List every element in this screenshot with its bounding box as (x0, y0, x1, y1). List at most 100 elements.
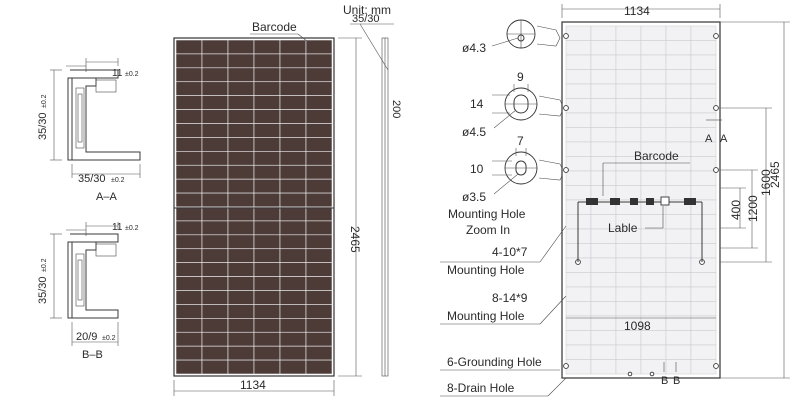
solar-cell (175, 164, 203, 180)
solar-cell (640, 286, 667, 302)
solar-cell (227, 192, 255, 208)
callout-mount-count-1: 4-10*7 (492, 245, 528, 259)
solar-cell (175, 290, 203, 305)
solar-cell (175, 359, 203, 375)
solar-cell (665, 40, 692, 56)
solar-cell (590, 272, 617, 288)
solar-cell (690, 301, 717, 317)
solar-cell (227, 345, 255, 361)
solar-cell (201, 318, 229, 333)
solar-cell (227, 359, 255, 375)
solar-cell (640, 40, 667, 56)
solar-cell (615, 112, 642, 128)
solar-cell (615, 40, 642, 56)
section-b-side-tol: ±0.2 (41, 258, 48, 272)
solar-cell (305, 206, 333, 222)
solar-cell (227, 304, 255, 319)
solar-cell (227, 248, 255, 263)
solar-cell (565, 272, 592, 288)
solar-cell (175, 151, 203, 166)
solar-cell (253, 178, 281, 194)
solar-cell (175, 262, 203, 277)
solar-cell (640, 54, 667, 70)
solar-cell (615, 54, 642, 70)
solar-cell (305, 39, 333, 55)
solar-cell (175, 234, 203, 250)
solar-cell (201, 53, 229, 69)
solar-cell (590, 359, 617, 375)
solar-cell (227, 178, 255, 194)
solar-cell (201, 206, 229, 222)
solar-cell (279, 151, 307, 166)
solar-cell (665, 25, 692, 41)
solar-cell (279, 262, 307, 277)
section-a-side-tol: ±0.2 (41, 94, 48, 108)
solar-cell (279, 290, 307, 305)
solar-cell (305, 137, 333, 152)
solar-cell (665, 127, 692, 143)
solar-cell (279, 331, 307, 347)
callout-grounding: 6-Grounding Hole (447, 355, 542, 369)
solar-cell (253, 123, 281, 138)
solar-cell (665, 257, 692, 273)
solar-cell (279, 137, 307, 152)
solar-cell (175, 276, 203, 291)
solar-cell (253, 234, 281, 250)
solar-cell (565, 156, 592, 172)
back-spacing-400: 400 (729, 200, 743, 220)
solar-cell (640, 170, 667, 186)
solar-cell (201, 345, 229, 361)
solar-cell (565, 69, 592, 85)
solar-cell (665, 83, 692, 99)
solar-cell (279, 234, 307, 250)
solar-cell (640, 257, 667, 273)
solar-cell (305, 81, 333, 96)
solar-cell (175, 39, 203, 55)
section-a-top-dim: 11 (112, 68, 123, 79)
solar-cell (565, 54, 592, 70)
solar-cell (565, 127, 592, 143)
solar-cell (665, 112, 692, 128)
solar-cell (253, 331, 281, 347)
callout-mount-count-2: 8-14*9 (492, 291, 528, 305)
solar-cell (227, 39, 255, 55)
solar-cell (615, 257, 642, 273)
solar-cell (665, 344, 692, 360)
solar-cell (590, 127, 617, 143)
solar-cell (565, 112, 592, 128)
front-frame-depth: 35/30 (352, 13, 380, 25)
solar-cell (690, 214, 717, 230)
solar-cell (690, 156, 717, 172)
solar-cell (305, 248, 333, 263)
solar-cell (201, 164, 229, 180)
section-a-label: A–A (96, 191, 117, 203)
solar-cell (201, 248, 229, 263)
solar-cell (640, 83, 667, 99)
solar-cell (201, 359, 229, 375)
solar-cell (565, 359, 592, 375)
solar-cell (590, 156, 617, 172)
solar-cell (175, 248, 203, 263)
solar-cell (690, 272, 717, 288)
solar-cell (690, 243, 717, 259)
solar-cell (305, 151, 333, 166)
solar-cell (279, 220, 307, 236)
back-width-dim: 1134 (624, 4, 650, 18)
solar-cell (565, 344, 592, 360)
solar-cell (565, 83, 592, 99)
unit-label: Unit: mm (343, 3, 391, 17)
back-label-tag: Lable (608, 221, 638, 235)
solar-cell (227, 67, 255, 83)
solar-cell (227, 220, 255, 236)
solar-cell (253, 262, 281, 277)
solar-cell (201, 178, 229, 194)
solar-cell (590, 170, 617, 186)
solar-cell (253, 220, 281, 236)
solar-cell (253, 248, 281, 263)
solar-cell (665, 228, 692, 244)
solar-cell (690, 228, 717, 244)
solar-cell (175, 331, 203, 347)
solar-cell (279, 248, 307, 263)
solar-cell (253, 290, 281, 305)
solar-cell (175, 137, 203, 152)
